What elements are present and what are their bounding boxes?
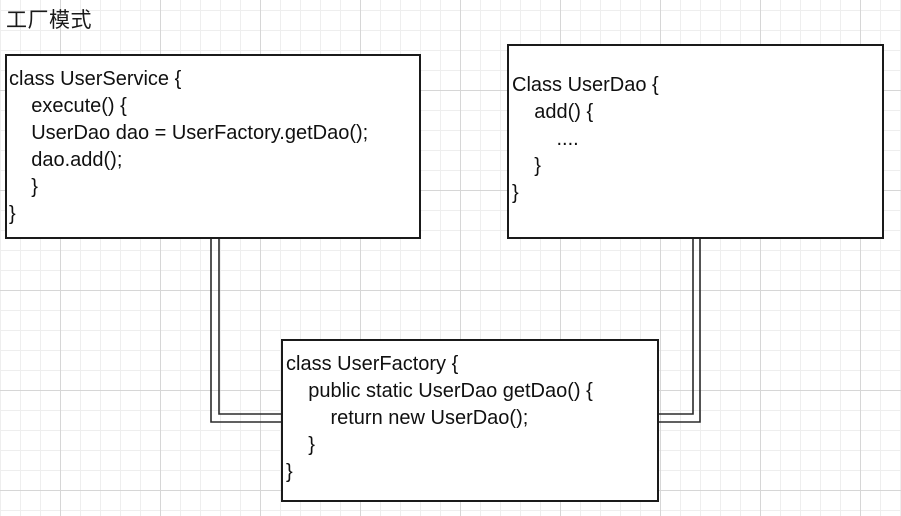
page-title: 工厂模式 [6, 9, 92, 32]
code-line: return new UserDao(); [286, 407, 529, 429]
code-line: public static UserDao getDao() { [286, 380, 593, 402]
code-line: } [9, 203, 16, 225]
code-line: class UserService { [9, 68, 182, 90]
connector-userservice-to-userfactory-inner [218, 239, 282, 415]
code-body-userservice: class UserService { execute() { UserDao … [7, 56, 419, 228]
class-box-userservice[interactable]: class UserService { execute() { UserDao … [5, 54, 421, 239]
code-line: UserDao dao = UserFactory.getDao(); [9, 122, 369, 144]
code-line: } [9, 176, 38, 198]
connector-userservice-to-userfactory-outer [210, 239, 282, 423]
connector-userdao-to-userfactory-outer [658, 239, 701, 423]
code-line: .... [512, 128, 579, 150]
code-body-userfactory: class UserFactory { public static UserDa… [283, 341, 657, 486]
code-line: } [286, 461, 293, 483]
code-line: Class UserDao { [512, 74, 659, 96]
code-line: add() { [512, 101, 594, 123]
class-box-userdao[interactable]: Class UserDao { add() { .... } } [507, 44, 884, 239]
code-line: execute() { [9, 95, 127, 117]
connector-userdao-to-userfactory-inner [658, 239, 694, 415]
class-box-userfactory[interactable]: class UserFactory { public static UserDa… [281, 339, 659, 502]
code-line: class UserFactory { [286, 353, 459, 375]
code-line: } [512, 182, 519, 204]
code-body-userdao: Class UserDao { add() { .... } } [509, 46, 882, 207]
code-line: dao.add(); [9, 149, 123, 171]
code-line: } [512, 155, 541, 177]
code-line: } [286, 434, 315, 456]
